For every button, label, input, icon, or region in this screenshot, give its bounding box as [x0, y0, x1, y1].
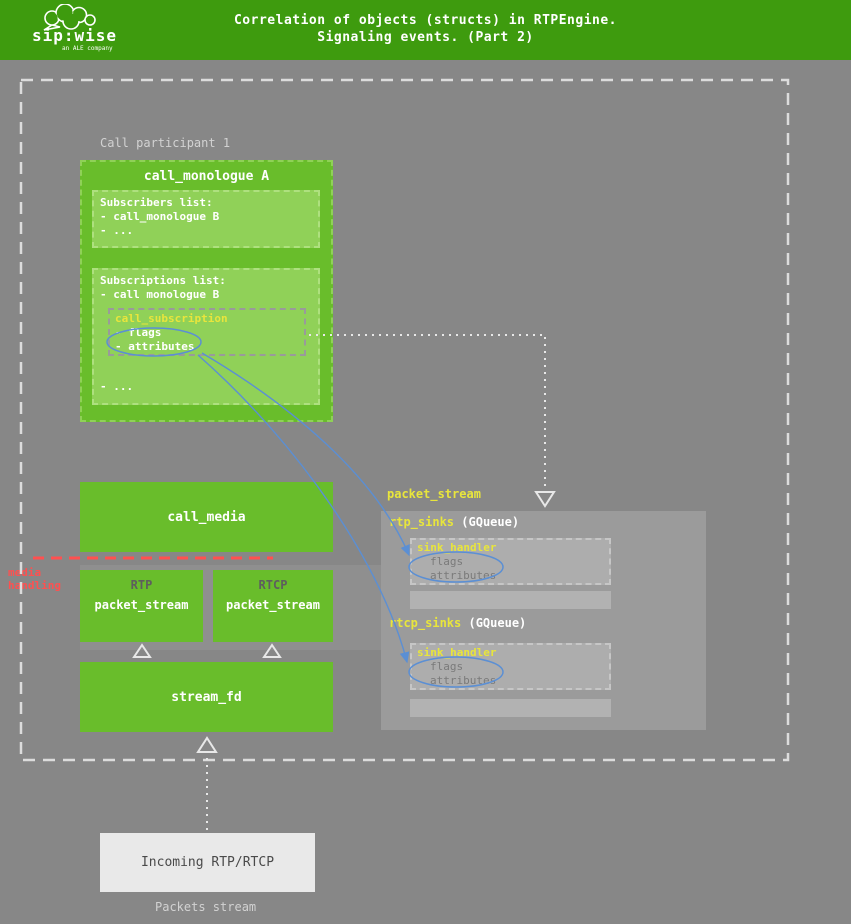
rtp-sinks-type: (GQueue) — [461, 515, 520, 529]
rtp-sinks-row: rtp_sinks (GQueue) — [389, 515, 519, 529]
rtp-sinks-name: rtp_sinks — [389, 515, 455, 529]
page-title: Correlation of objects (structs) in RTPE… — [0, 12, 851, 46]
sipwise-cloud-icon — [43, 4, 96, 31]
subscriptions-item-monologue-b: - call monologue B — [100, 288, 220, 301]
rtp-packet-stream-label: packet_stream — [94, 598, 189, 612]
rtp-sink-handler-title: sink_handler — [417, 541, 497, 554]
rtcp-sink-handler-box: sink_handler flags attributes — [410, 643, 611, 690]
logo-text: sip:wise — [32, 26, 118, 45]
incoming-arrowhead-icon — [196, 736, 218, 753]
rtcp-sinks-name: rtcp_sinks — [389, 616, 462, 630]
rtcp-sink-handler-flags: flags — [430, 660, 464, 673]
rtp-sinks-empty-slot — [410, 591, 611, 609]
rtcp-sinks-row: rtcp_sinks (GQueue) — [389, 616, 526, 630]
stream-fd-box: stream_fd — [80, 662, 333, 732]
rtcp-sink-handler-attributes: attributes — [430, 674, 497, 687]
rtp-sink-handler-attributes: attributes — [430, 569, 497, 582]
subscribers-title: Subscribers list: — [100, 196, 213, 209]
cloud-fill — [46, 5, 94, 28]
call-subscription-attributes: - attributes — [115, 340, 195, 353]
rtp-sink-handler-box: sink_handler flags attributes — [410, 538, 611, 585]
subscriptions-item-more: - ... — [100, 380, 134, 393]
call-subscription-flags: - flags — [115, 326, 162, 339]
rtcp-sinks-empty-slot — [410, 699, 611, 717]
title-line-1: Correlation of objects (structs) in RTPE… — [233, 13, 618, 28]
packets-stream-label: Packets stream — [155, 900, 257, 914]
subscriptions-title: Subscriptions list: — [100, 274, 226, 287]
rtp-label: RTP — [130, 578, 153, 592]
call-subscription-title: call_subscription — [115, 312, 228, 325]
incoming-rtp-rtcp-box: Incoming RTP/RTCP — [100, 833, 315, 892]
subscribers-item-more: - ... — [100, 224, 134, 237]
stream-fd-title: stream_fd — [171, 689, 242, 705]
sipwise-logo: sip:wise an ALE company — [30, 3, 150, 59]
media-handling-line2: handling — [8, 579, 61, 592]
subscriptions-list-box: Subscriptions list: - call monologue B c… — [92, 268, 320, 405]
rtcp-sinks-type: (GQueue) — [468, 616, 527, 630]
rtcp-packet-stream-box: RTCP packet_stream — [213, 570, 333, 642]
call-participant-label: Call participant 1 — [100, 136, 231, 150]
incoming-rtp-rtcp-label: Incoming RTP/RTCP — [140, 855, 275, 870]
rtp-sink-handler-flags: flags — [430, 555, 464, 568]
header-bar: sip:wise an ALE company Correlation of o… — [0, 0, 851, 60]
subscribers-item-monologue-b: - call_monologue B — [100, 210, 220, 223]
call-media-title: call_media — [167, 509, 246, 525]
media-handling-label: media handling — [8, 566, 61, 592]
rtcp-label: RTCP — [258, 578, 288, 592]
call-monologue-title: call_monologue A — [143, 169, 270, 184]
logo-tagline: an ALE company — [62, 45, 113, 52]
call-subscription-box: call_subscription - flags - attributes — [108, 308, 306, 356]
rtp-packet-stream-box: RTP packet_stream — [80, 570, 203, 642]
packet-stream-panel-title: packet_stream — [387, 487, 481, 501]
sinks-arrowhead-icon — [534, 491, 556, 508]
media-handling-line1: media — [8, 566, 42, 579]
subscription-to-sinks-connector — [309, 334, 546, 490]
rtcp-packet-stream-label: packet_stream — [226, 598, 320, 612]
rtcp-sink-handler-title: sink_handler — [417, 646, 497, 659]
title-line-2: Signaling events. (Part 2) — [317, 30, 534, 45]
subscribers-list-box: Subscribers list: - call_monologue B - .… — [92, 190, 320, 248]
call-media-box: call_media — [80, 482, 333, 552]
